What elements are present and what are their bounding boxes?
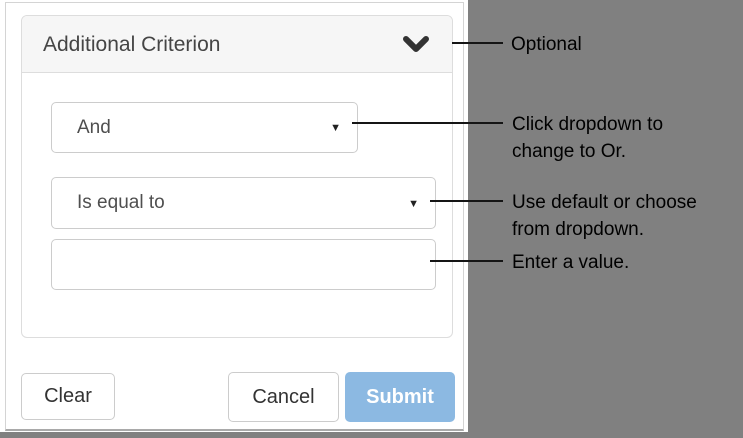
- criterion-value-input[interactable]: [51, 239, 436, 290]
- clear-button[interactable]: Clear: [21, 373, 115, 420]
- annotation-value-input: Enter a value.: [512, 252, 630, 273]
- additional-criterion-panel: Additional Criterion And ▼ Is equal to ▼: [21, 15, 453, 338]
- caret-down-icon: ▼: [330, 122, 341, 134]
- condition-dropdown[interactable]: And ▼: [51, 102, 358, 153]
- chevron-down-icon[interactable]: [403, 36, 429, 54]
- operator-dropdown[interactable]: Is equal to ▼: [51, 177, 436, 229]
- cancel-button[interactable]: Cancel: [228, 372, 339, 422]
- panel-header-toggle[interactable]: Additional Criterion: [22, 16, 452, 73]
- annotation-condition-dropdown: Click dropdown to change to Or.: [512, 114, 664, 162]
- connector-line-optional: [452, 42, 503, 44]
- connector-line-operator: [430, 200, 503, 202]
- annotation-operator-dropdown: Use default or choose from dropdown.: [512, 192, 697, 240]
- annotation-panel: [468, 0, 743, 438]
- annotation-optional: Optional: [511, 34, 582, 55]
- submit-button[interactable]: Submit: [345, 372, 455, 422]
- connector-line-value: [430, 260, 503, 262]
- caret-down-icon: ▼: [408, 198, 419, 210]
- panel-title: Additional Criterion: [43, 33, 221, 56]
- operator-dropdown-value: Is equal to: [77, 192, 165, 213]
- connector-line-condition: [352, 122, 503, 124]
- criterion-dialog: Additional Criterion And ▼ Is equal to ▼…: [5, 2, 464, 431]
- condition-dropdown-value: And: [77, 117, 111, 138]
